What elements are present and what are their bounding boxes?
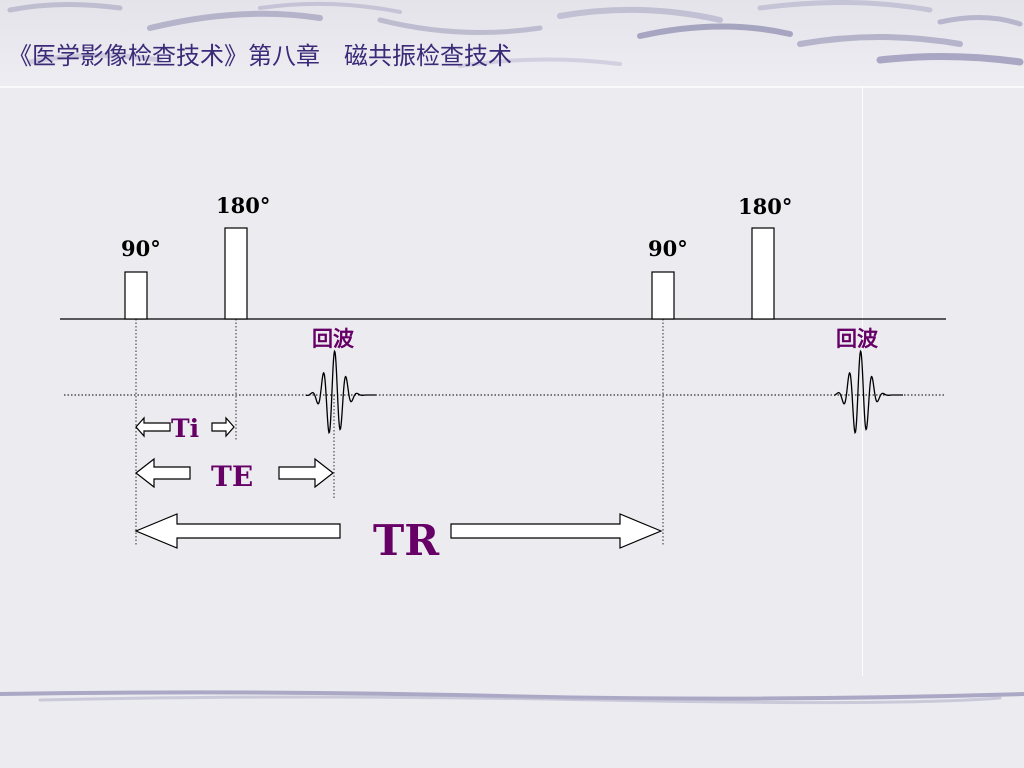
pulse-90-right <box>651 271 675 320</box>
slide-title: 《医学影像检查技术》第八章 磁共振检查技术 <box>8 42 512 70</box>
tr-label: TR <box>373 516 440 565</box>
te-label: TE <box>211 460 254 493</box>
tr-arrow-left <box>134 513 341 549</box>
te-arrow-left <box>135 457 191 489</box>
ti-arrow-left <box>135 416 171 438</box>
echo-left-label: 回波 <box>312 327 354 351</box>
header-decoration <box>7 0 1024 68</box>
pulse-180-left <box>224 227 248 320</box>
pulse-180-right <box>751 227 775 320</box>
pulse-90-left <box>124 271 148 320</box>
echo-waveform-right <box>833 349 903 435</box>
tr-arrow-right <box>450 513 663 549</box>
te-arrow-right <box>278 457 334 489</box>
pulse-90-left-label: 90° <box>121 236 161 261</box>
echo-right-label: 回波 <box>836 327 878 351</box>
header-band: 《医学影像检查技术》第八章 磁共振检查技术 <box>0 0 1024 86</box>
echo-waveform-left <box>305 349 376 435</box>
ti-label: Ti <box>171 414 200 443</box>
pulse-90-right-label: 90° <box>648 236 688 261</box>
pulse-180-left-label: 180° <box>216 193 271 218</box>
divider <box>0 86 1024 88</box>
pulse-180-right-label: 180° <box>738 194 793 219</box>
ti-arrow-right <box>211 416 235 438</box>
